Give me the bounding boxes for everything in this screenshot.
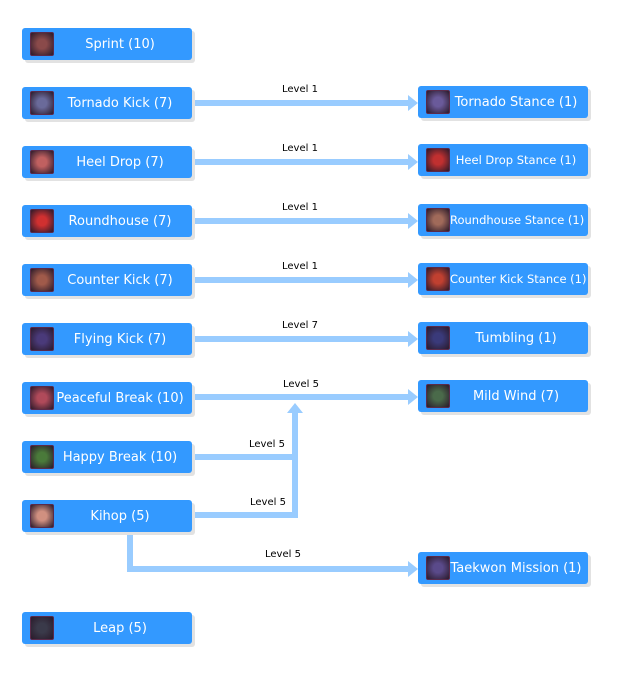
link-label: Level 1 xyxy=(282,261,318,272)
skill-label: Happy Break (10) xyxy=(62,449,178,465)
skill-label: Flying Kick (7) xyxy=(73,331,167,347)
skill-mild-wind[interactable]: Mild Wind (7) xyxy=(418,380,588,412)
arrow-head xyxy=(408,331,418,347)
skill-label: Counter Kick Stance (1) xyxy=(450,272,587,286)
skill-counter-kick[interactable]: Counter Kick (7) xyxy=(22,264,192,296)
link-line xyxy=(292,412,298,518)
arrow-head xyxy=(408,389,418,405)
skill-roundhouse-stance[interactable]: Roundhouse Stance (1) xyxy=(418,204,588,236)
link-label: Level 1 xyxy=(282,202,318,213)
skill-label: Tornado Stance (1) xyxy=(454,94,578,110)
skill-label: Roundhouse (7) xyxy=(68,213,172,229)
skill-leap[interactable]: Leap (5) xyxy=(22,612,192,644)
skill-label: Counter Kick (7) xyxy=(67,272,173,288)
skill-sprint[interactable]: Sprint (10) xyxy=(22,28,192,60)
skill-tumbling[interactable]: Tumbling (1) xyxy=(418,322,588,354)
link-label: Level 5 xyxy=(283,379,319,390)
skill-tornado-kick[interactable]: Tornado Kick (7) xyxy=(22,87,192,119)
skill-tornado-stance[interactable]: Tornado Stance (1) xyxy=(418,86,588,118)
skill-label: Mild Wind (7) xyxy=(472,388,560,404)
tumbling-icon xyxy=(426,326,450,350)
link-label: Level 1 xyxy=(282,143,318,154)
skill-kihop[interactable]: Kihop (5) xyxy=(22,500,192,532)
skill-label: Tumbling (1) xyxy=(475,330,557,346)
skill-label: Sprint (10) xyxy=(85,36,155,52)
skill-label: Roundhouse Stance (1) xyxy=(450,213,585,227)
skill-label: Heel Drop Stance (1) xyxy=(455,153,577,167)
arrow-head xyxy=(408,154,418,170)
link-line xyxy=(192,218,408,224)
arrow-head xyxy=(287,403,303,413)
link-line xyxy=(192,336,408,342)
skill-label: Kihop (5) xyxy=(90,508,150,524)
skill-flying-kick[interactable]: Flying Kick (7) xyxy=(22,323,192,355)
skill-label: Leap (5) xyxy=(93,620,147,636)
skill-taekwon-mission[interactable]: Taekwon Mission (1) xyxy=(418,552,588,584)
link-label: Level 1 xyxy=(282,84,318,95)
skill-label: Heel Drop (7) xyxy=(76,154,164,170)
link-line xyxy=(192,277,408,283)
link-line xyxy=(192,100,408,106)
skill-label: Peaceful Break (10) xyxy=(56,390,184,406)
heel-drop-icon xyxy=(30,150,54,174)
skill-heel-drop[interactable]: Heel Drop (7) xyxy=(22,146,192,178)
tornado-kick-icon xyxy=(30,91,54,115)
arrow-head xyxy=(408,272,418,288)
happy-break-icon xyxy=(30,445,54,469)
link-line xyxy=(192,454,298,460)
link-line xyxy=(192,394,408,400)
taekwon-mission-icon xyxy=(426,556,450,580)
skill-counter-kick-stance[interactable]: Counter Kick Stance (1) xyxy=(418,263,588,295)
link-line xyxy=(192,512,298,518)
link-label: Level 5 xyxy=(249,439,285,450)
roundhouse-icon xyxy=(30,209,54,233)
link-label: Level 5 xyxy=(250,497,286,508)
tornado-stance-icon xyxy=(426,90,450,114)
link-line xyxy=(127,532,133,572)
skill-heel-drop-stance[interactable]: Heel Drop Stance (1) xyxy=(418,144,588,176)
leap-icon xyxy=(30,616,54,640)
arrow-head xyxy=(408,95,418,111)
roundhouse-stance-icon xyxy=(426,208,450,232)
link-label: Level 7 xyxy=(282,320,318,331)
link-line xyxy=(127,566,408,572)
counter-kick-icon xyxy=(30,268,54,292)
kihop-icon xyxy=(30,504,54,528)
sprint-icon xyxy=(30,32,54,56)
skill-peaceful-break[interactable]: Peaceful Break (10) xyxy=(22,382,192,414)
counter-kick-stance-icon xyxy=(426,267,450,291)
skill-label: Tornado Kick (7) xyxy=(67,95,173,111)
skill-roundhouse[interactable]: Roundhouse (7) xyxy=(22,205,192,237)
arrow-head xyxy=(408,561,418,577)
skill-label: Taekwon Mission (1) xyxy=(450,560,582,576)
link-label: Level 5 xyxy=(265,549,301,560)
mild-wind-icon xyxy=(426,384,450,408)
peaceful-break-icon xyxy=(30,386,54,410)
heel-drop-stance-icon xyxy=(426,148,450,172)
flying-kick-icon xyxy=(30,327,54,351)
arrow-head xyxy=(408,213,418,229)
link-line xyxy=(192,159,408,165)
skill-happy-break[interactable]: Happy Break (10) xyxy=(22,441,192,473)
